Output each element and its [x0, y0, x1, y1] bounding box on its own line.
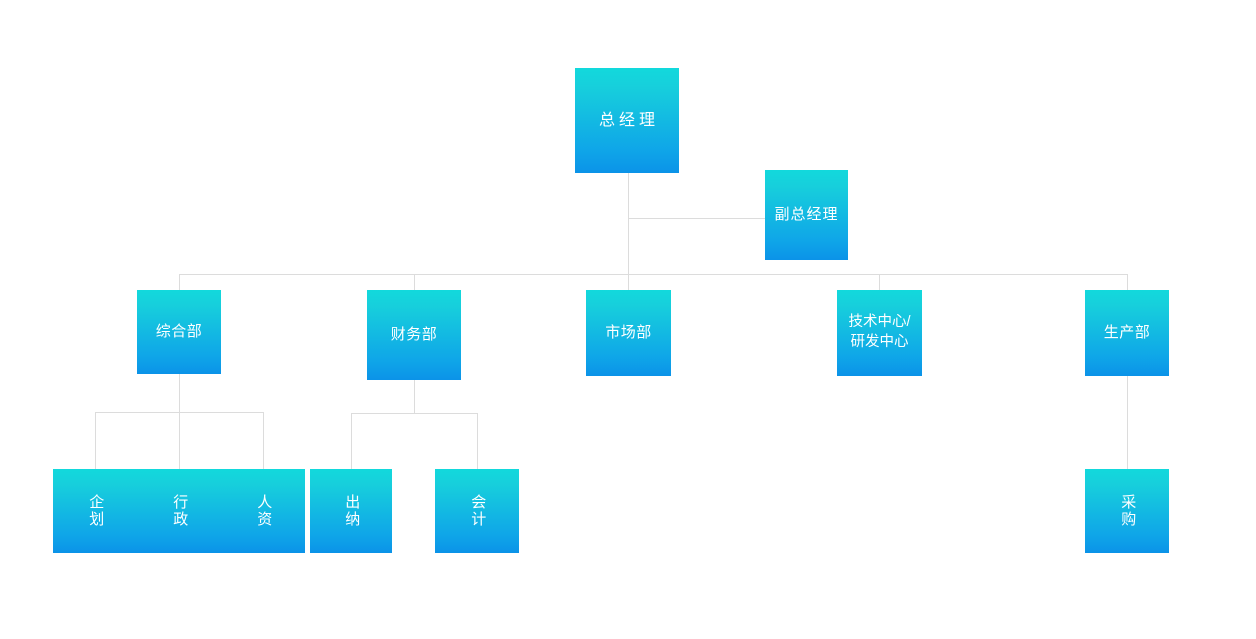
connector-finance-to-cashier	[351, 413, 352, 469]
node-general-manager[interactable]: 总经理	[575, 68, 679, 173]
node-label: 出纳	[343, 494, 361, 528]
node-label: 技术中心/ 研发中心	[848, 314, 911, 350]
node-label: 总经理	[598, 111, 659, 129]
connector-general-to-planning	[95, 412, 96, 469]
connector-bus-to-general	[179, 274, 180, 290]
node-label: 人资	[255, 494, 273, 528]
connector-bus-to-produce	[1127, 274, 1128, 290]
node-planning-team[interactable]: 企划	[53, 469, 137, 553]
node-accounting-team[interactable]: 会计	[435, 469, 519, 553]
node-label: 行政	[171, 494, 189, 528]
connector-bus-to-tech	[879, 274, 880, 290]
node-cashier-team[interactable]: 出纳	[310, 469, 392, 553]
node-administration-team[interactable]: 行政	[137, 469, 221, 553]
node-label: 市场部	[605, 323, 652, 341]
connector-gm-to-deputy	[628, 218, 765, 219]
node-label: 生产部	[1103, 323, 1151, 341]
node-label: 企划	[87, 494, 105, 528]
connector-bus-to-market	[628, 274, 629, 290]
node-tech-rd-center[interactable]: 技术中心/ 研发中心	[837, 290, 922, 376]
node-finance-dept[interactable]: 财务部	[367, 290, 461, 380]
node-general-affairs-dept[interactable]: 综合部	[137, 290, 221, 374]
node-label: 副总经理	[774, 205, 839, 223]
connector-general-trunk	[179, 374, 180, 412]
connector-general-to-hr	[263, 412, 264, 469]
node-label: 财务部	[390, 325, 438, 343]
connector-finance-bus	[351, 413, 478, 414]
connector-gm-trunk	[628, 173, 629, 274]
connector-finance-to-accounting	[477, 413, 478, 469]
connector-finance-trunk	[414, 380, 415, 413]
node-label: 会计	[469, 494, 487, 528]
node-marketing-dept[interactable]: 市场部	[586, 290, 671, 376]
connector-bus-to-finance	[414, 274, 415, 290]
connector-produce-to-purchase	[1127, 376, 1128, 469]
node-human-resources-team[interactable]: 人资	[221, 469, 305, 553]
node-deputy-general-manager[interactable]: 副总经理	[765, 170, 848, 260]
connector-level2-bus	[179, 274, 1127, 275]
node-purchasing-team[interactable]: 采购	[1085, 469, 1169, 553]
node-label: 采购	[1119, 494, 1137, 528]
node-production-dept[interactable]: 生产部	[1085, 290, 1169, 376]
connector-general-to-admin	[179, 412, 180, 469]
node-label: 综合部	[155, 322, 203, 340]
